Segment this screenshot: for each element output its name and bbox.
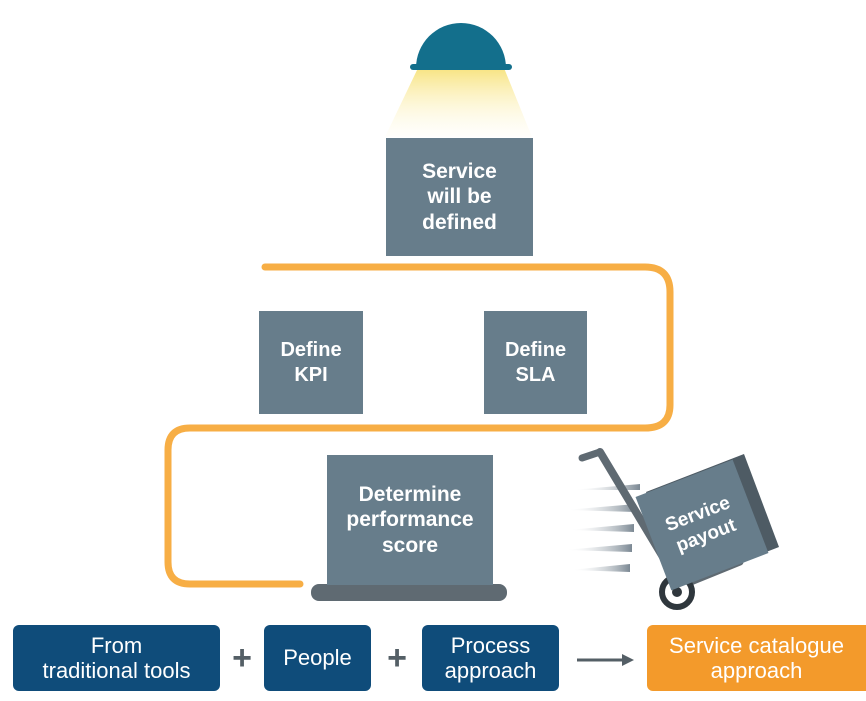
performance-score-box: Determine performance score (327, 455, 493, 585)
light-beam (385, 68, 532, 137)
laptop-base (311, 584, 507, 601)
process-approach-box: Process approach (422, 625, 559, 691)
plus-sign: + (232, 639, 252, 677)
plus-sign: + (387, 639, 407, 677)
traditional-tools-box: From traditional tools (13, 625, 220, 691)
people-box: People (264, 625, 371, 691)
service-defined-box: Service will be defined (386, 138, 533, 256)
service-catalogue-box: Service catalogue approach (647, 625, 866, 691)
define-kpi-box: Define KPI (259, 311, 363, 414)
arrow-right-icon (577, 654, 634, 666)
define-sla-box: Define SLA (484, 311, 587, 414)
process-path (164, 263, 674, 588)
lamp-icon (410, 23, 512, 70)
